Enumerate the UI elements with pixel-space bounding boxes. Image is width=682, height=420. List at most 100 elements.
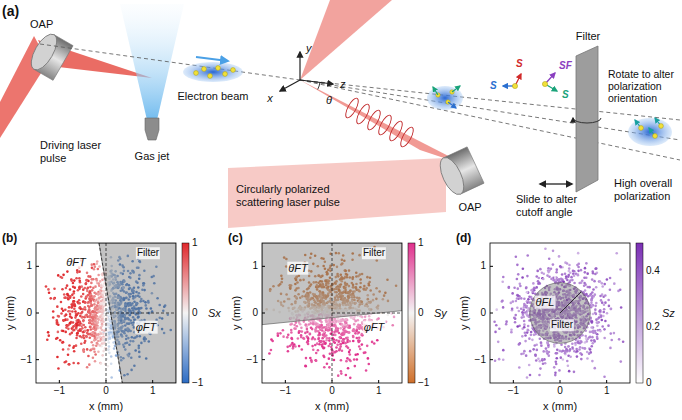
electron-dot [368, 315, 371, 318]
electron-dot [87, 294, 90, 297]
electron-dot [84, 306, 87, 309]
electron-dot [72, 285, 75, 288]
electron-dot [289, 323, 292, 326]
electron-dot [93, 295, 96, 298]
electron-dot [101, 320, 104, 323]
electron-dot [99, 335, 102, 338]
electron-dot [358, 336, 361, 339]
electron-dot [97, 321, 100, 324]
electron-dot [47, 331, 50, 334]
electron-dot [80, 295, 83, 298]
electron-dot [78, 329, 81, 332]
electron-dot [91, 331, 94, 334]
electron-dot [348, 353, 351, 356]
electron-dot [305, 325, 308, 328]
electron-dot [326, 362, 329, 365]
electron-dot [88, 310, 91, 313]
scatter-plot [262, 243, 415, 383]
electron-dot [328, 357, 331, 360]
electron-dot [298, 345, 301, 348]
electron-dot [334, 321, 337, 324]
electron-dot [103, 300, 106, 303]
electron-dot [102, 315, 105, 318]
electron-dot [70, 316, 73, 319]
electron-dot [101, 317, 104, 320]
electron-dot [87, 293, 90, 296]
electron-dot [71, 294, 74, 297]
electron-dot [92, 322, 95, 325]
electron-dot [70, 279, 73, 282]
electron-dot [82, 349, 85, 352]
electron-dot [97, 318, 100, 321]
electron-dot [91, 297, 94, 300]
electron-dot [327, 345, 330, 348]
electron-dot [66, 270, 69, 273]
electron-dot [287, 350, 290, 353]
electron-dot [90, 341, 93, 344]
electron-dot [312, 348, 315, 351]
electron-dot [93, 326, 96, 329]
reference-line [99, 243, 122, 383]
electron-dot [325, 339, 328, 342]
electron-dot [82, 293, 85, 296]
electron-dot [93, 268, 96, 271]
electron-dot [97, 301, 100, 304]
electron-dot [365, 369, 368, 372]
electron-dot [94, 318, 97, 321]
electron-dot [92, 313, 95, 316]
electron-dot [102, 321, 105, 324]
electron-dot [62, 348, 65, 351]
beam-direction [196, 57, 228, 61]
electron-dot [312, 322, 315, 325]
electron-dot [88, 315, 91, 318]
electron-dot [61, 288, 64, 291]
electron-dot [328, 339, 331, 342]
electron-dot [348, 331, 351, 334]
tick [36, 266, 39, 267]
electron-dot [73, 300, 76, 303]
electron-dot [72, 346, 75, 349]
electron-dot [65, 287, 68, 290]
electron-dot [60, 312, 63, 315]
electron-dot [358, 345, 361, 348]
electron-dot [86, 302, 89, 305]
electron-dot [61, 276, 64, 279]
electron-dot [90, 282, 93, 285]
electron-dot [71, 306, 74, 309]
electron-dot [112, 335, 115, 338]
electron-dot [323, 331, 326, 334]
electron-dot [66, 318, 69, 321]
electron-dot [328, 337, 331, 340]
electron-dot [60, 301, 63, 304]
electron-dot [94, 314, 97, 317]
electron-dot [92, 287, 95, 290]
electron-dot [77, 289, 80, 292]
electron-dot [82, 324, 85, 327]
electron-dot [354, 354, 357, 357]
electron-dot [100, 318, 103, 321]
electron-dot [93, 339, 96, 342]
electron-dot [88, 321, 91, 324]
electron-dot [97, 318, 100, 321]
electron-dot [106, 305, 109, 308]
electron-dot [354, 320, 357, 323]
electron-dot [302, 337, 305, 340]
electron-dot [333, 324, 336, 327]
spin-arrows [433, 86, 460, 108]
electron-dot [67, 297, 70, 300]
electron-dot [81, 316, 84, 319]
electron-dot [88, 322, 91, 325]
electron-dot [45, 285, 48, 288]
electron-dot [85, 283, 88, 286]
electron-dot [330, 346, 333, 349]
electron-dot [82, 348, 85, 351]
electron-dot [279, 332, 282, 335]
electron-dot [100, 296, 103, 299]
electron-dot [92, 316, 95, 319]
electron-dot [102, 339, 105, 342]
electron-dot [345, 360, 348, 363]
electron-dot [67, 294, 70, 297]
electron-dot [107, 324, 110, 327]
electron-dot [93, 303, 96, 306]
electron-dot [282, 335, 285, 338]
